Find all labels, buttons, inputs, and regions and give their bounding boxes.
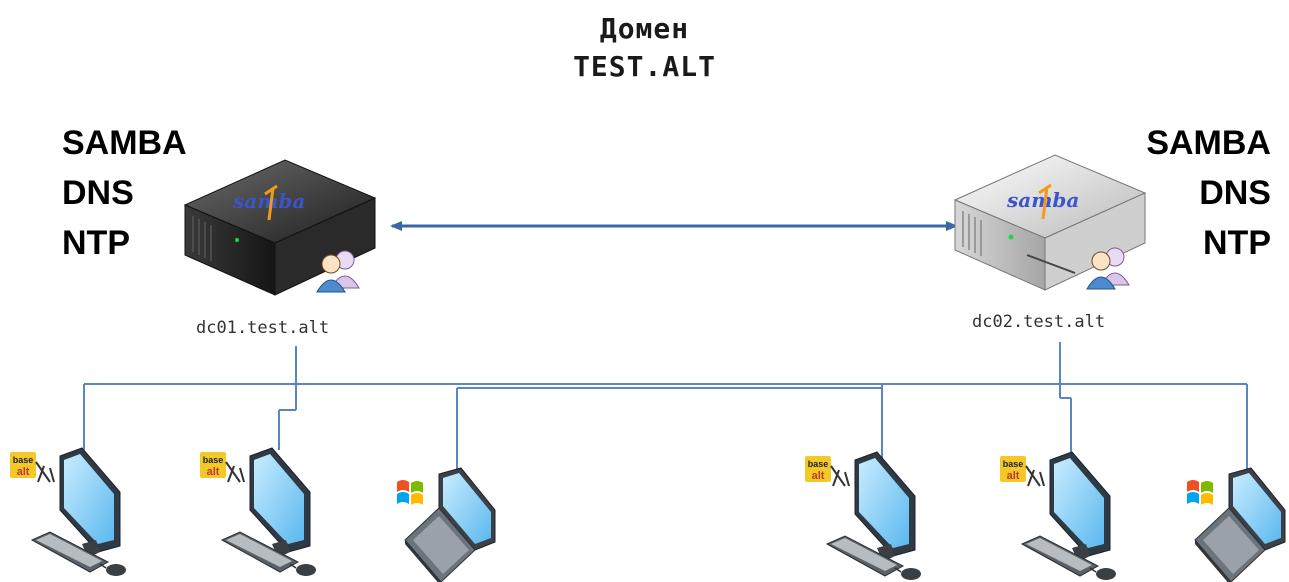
windows-logo-icon bbox=[397, 480, 423, 505]
mouse-icon bbox=[901, 568, 921, 580]
users-icon bbox=[1086, 247, 1130, 290]
svg-text:alt: alt bbox=[207, 466, 220, 478]
server-1-services: SAMBA DNS NTP bbox=[62, 118, 187, 268]
service-dns: DNS bbox=[1199, 174, 1271, 212]
server-dc01: samba bbox=[183, 159, 377, 296]
users-icon bbox=[316, 250, 360, 293]
svg-text:base: base bbox=[203, 455, 224, 465]
service-samba: SAMBA bbox=[1146, 124, 1271, 162]
keyboard-icon bbox=[1203, 516, 1259, 574]
svg-text:base: base bbox=[1003, 459, 1024, 469]
svg-text:base: base bbox=[808, 459, 829, 469]
samba-logo: samba bbox=[1006, 183, 1079, 220]
screen bbox=[1233, 473, 1281, 544]
service-ntp: NTP bbox=[62, 224, 130, 262]
svg-text:alt: alt bbox=[1007, 470, 1020, 482]
svg-text:alt: alt bbox=[17, 466, 30, 478]
mouse-icon bbox=[296, 564, 316, 576]
server-1-hostname: dc01.test.alt bbox=[196, 318, 330, 338]
network-lines bbox=[83, 342, 1248, 470]
windows-logo-icon bbox=[1187, 480, 1213, 505]
svg-text:alt: alt bbox=[812, 470, 825, 482]
mouse-icon bbox=[106, 564, 126, 576]
server-2-services: SAMBA DNS NTP bbox=[1146, 118, 1271, 268]
server-2-hostname: dc02.test.alt bbox=[972, 312, 1106, 332]
svg-text:base: base bbox=[13, 455, 34, 465]
domain-title: Домен bbox=[599, 12, 690, 45]
mouse-icon bbox=[1096, 568, 1116, 580]
screen bbox=[859, 458, 909, 548]
keyboard-icon bbox=[413, 516, 469, 574]
server-dc02: samba bbox=[953, 154, 1147, 291]
domain-name: TEST.ALT bbox=[573, 50, 716, 83]
samba-logo: samba bbox=[232, 184, 305, 221]
laptop-client bbox=[1187, 467, 1286, 582]
laptop-client bbox=[397, 467, 496, 582]
screen bbox=[443, 473, 491, 544]
service-ntp: NTP bbox=[1203, 224, 1271, 262]
service-samba: SAMBA bbox=[62, 124, 187, 162]
screen bbox=[254, 454, 304, 544]
screen bbox=[64, 454, 114, 544]
screen bbox=[1054, 458, 1104, 548]
service-dns: DNS bbox=[62, 174, 134, 212]
